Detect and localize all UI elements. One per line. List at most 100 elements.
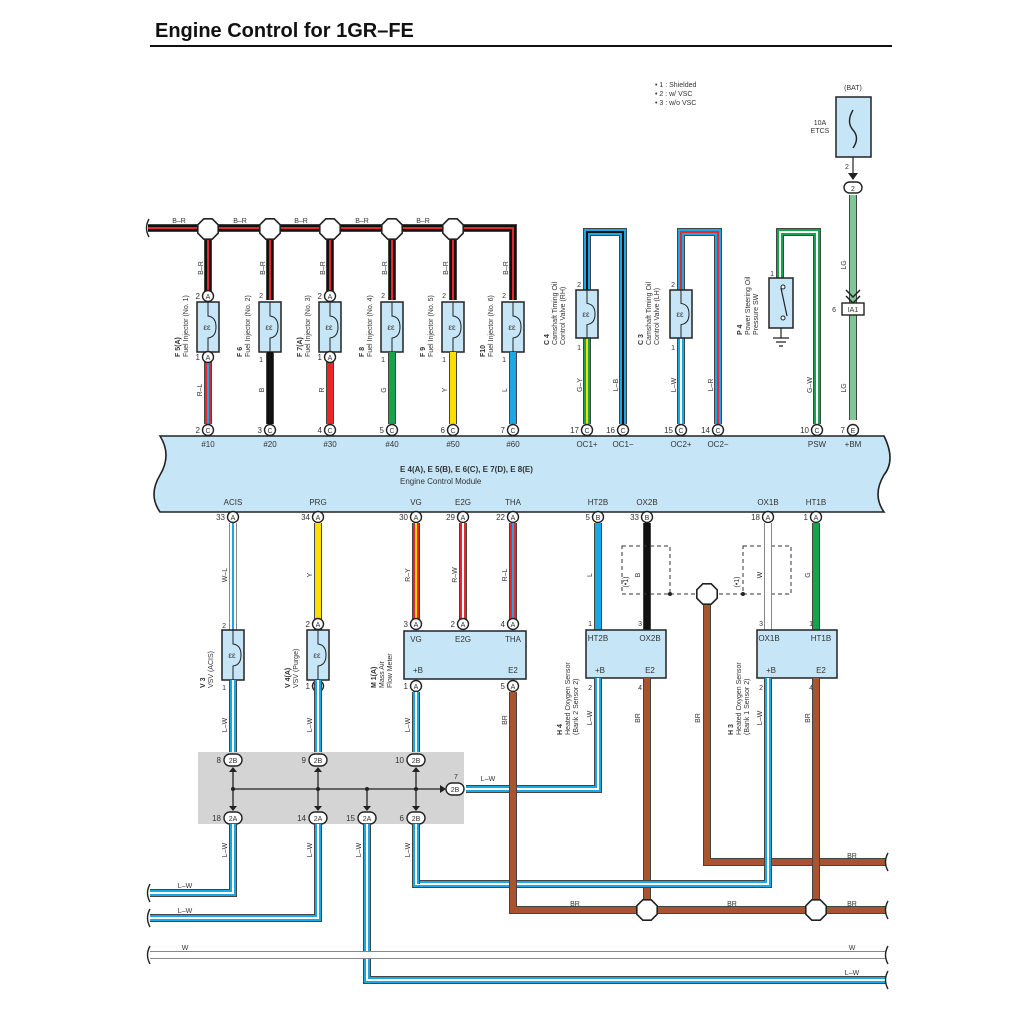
- wire-code: BR: [805, 713, 812, 723]
- wire-code: LG: [841, 260, 848, 269]
- pin-number: 1: [577, 345, 581, 352]
- junction-connector: [223, 753, 243, 767]
- wire-code: BR: [727, 901, 737, 908]
- injector-name: Fuel Injector (No. 5): [428, 295, 435, 357]
- junction-dot: [231, 787, 235, 791]
- wire-code: L: [587, 573, 594, 577]
- wire-stripe: [779, 231, 818, 424]
- o2-terminal: +B: [766, 666, 776, 675]
- connector-arrow-icon: [229, 767, 237, 772]
- coil-icon: ԑԑ: [676, 310, 684, 319]
- connector-pin: [591, 510, 605, 524]
- wire-code: W–L: [222, 568, 229, 583]
- bus-wire-label: B–R: [233, 218, 247, 225]
- coil-path: [452, 302, 462, 352]
- wire-code: B–R: [198, 261, 205, 275]
- pin-number: 5: [501, 682, 506, 691]
- coil-path: [329, 302, 339, 352]
- connector-pin: [809, 510, 823, 524]
- pin-number: 6: [441, 426, 446, 435]
- wire-code: W: [757, 571, 764, 578]
- switch-contact: [780, 284, 786, 290]
- cam-minus-wire: [583, 228, 627, 424]
- connector-pin: [506, 679, 520, 693]
- ecm-terminal: PSW: [808, 440, 827, 449]
- pin-number: 2: [442, 293, 446, 300]
- connector-pin: [506, 510, 520, 524]
- junction-connector: [308, 753, 328, 767]
- ecm-terminal: HT1B: [806, 498, 826, 507]
- pin-number: 5: [380, 426, 385, 435]
- connector-letter: A: [231, 515, 236, 522]
- o2-terminal: +B: [595, 666, 605, 675]
- cam-valve-name: Camshaft Timing Oil: [646, 282, 653, 345]
- splice-point: [441, 218, 465, 240]
- pin-number: 1: [404, 682, 409, 691]
- coil-path: [232, 630, 242, 680]
- injector-id: F 7(A): [297, 337, 304, 357]
- o2-terminal: E2: [645, 666, 655, 675]
- maf-id: M 1(A): [371, 667, 378, 688]
- ecm-terminal: E2G: [455, 498, 471, 507]
- injector-name: Fuel Injector (No. 1): [183, 295, 190, 357]
- wire-stripe: [150, 824, 234, 894]
- lw-out-wire: [150, 824, 322, 922]
- junction-dot: [316, 787, 320, 791]
- wire-break-icon: [146, 945, 151, 965]
- vsv-name: VSV (Purge): [293, 649, 300, 688]
- vsv-name: VSV (ACIS): [208, 651, 215, 688]
- connector-arrow-icon: [848, 173, 858, 180]
- pin-number: 3: [404, 620, 409, 629]
- wire-code: L–W: [222, 717, 229, 732]
- pin-number: 2: [318, 292, 323, 301]
- maf-name: Flow Meter: [387, 653, 394, 688]
- wire-stripe: [680, 231, 719, 424]
- connector-letter: A: [461, 515, 466, 522]
- ground-icon: [773, 328, 789, 347]
- maf-terminal: +B: [413, 666, 423, 675]
- fuse-connector: [843, 181, 863, 194]
- connector-arrow-icon: [412, 767, 420, 772]
- fuse-name: ETCS: [811, 128, 830, 135]
- coil-icon: ԑԑ: [203, 323, 211, 332]
- pin-number: 1: [306, 682, 311, 691]
- pin-number: 1: [770, 271, 774, 278]
- o2-sensor-box: [756, 629, 838, 679]
- ps-switch-name: Power Steering Oil: [745, 276, 752, 335]
- pin-number: 4: [501, 620, 506, 629]
- bus-wire-label: B–R: [416, 218, 430, 225]
- pin-number: 3: [638, 621, 642, 628]
- coil-path: [317, 630, 327, 680]
- ecm-ids: E 4(A), E 5(B), E 6(C), E 7(D), E 8(E): [400, 465, 533, 474]
- injector-id: F10: [480, 345, 487, 357]
- connector-pin: [201, 350, 215, 364]
- junction-connector-label: 2A: [314, 816, 323, 823]
- wire-break-icon: [145, 218, 150, 238]
- cam-valve-id: C 4: [544, 334, 551, 345]
- connector-letter: A: [414, 684, 419, 691]
- ps-wire: [776, 228, 821, 424]
- maf-e2-wire: [509, 692, 886, 914]
- switch-icon: [780, 287, 788, 317]
- shield-box: [621, 545, 671, 595]
- injector-name: Fuel Injector (No. 2): [245, 295, 252, 357]
- pin-number: 7: [454, 774, 458, 781]
- lw-out-wire: [363, 824, 886, 984]
- pin-number: 6: [832, 307, 836, 314]
- wire-code: L–W: [178, 883, 193, 890]
- ecm-terminal: OX2B: [636, 498, 657, 507]
- connector-letter: A: [328, 294, 333, 301]
- ecm-terminal: #10: [201, 440, 215, 449]
- o2-sensor-box: [585, 629, 667, 679]
- wire-stripe: [586, 231, 624, 424]
- pin-number: 33: [630, 513, 639, 522]
- pin-number: 34: [301, 513, 310, 522]
- connector-pin: [201, 423, 215, 437]
- connector-letter: C: [715, 428, 720, 435]
- connector-pin: [640, 510, 654, 524]
- ecm-name: Engine Control Module: [400, 477, 482, 486]
- injector-id: F 6: [237, 347, 244, 357]
- maf-name: Mass Air: [379, 660, 386, 688]
- coil-icon: ԑԑ: [265, 323, 273, 332]
